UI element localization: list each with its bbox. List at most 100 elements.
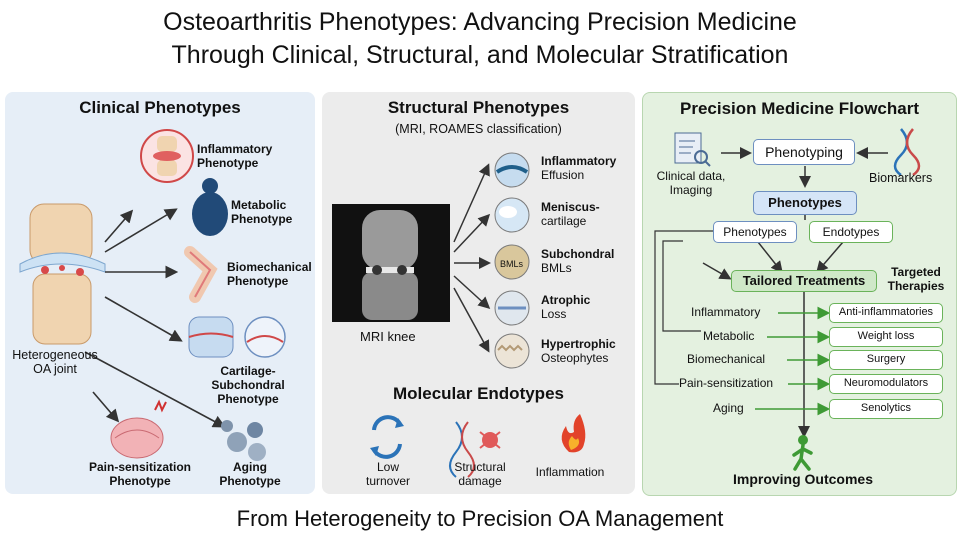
cartilage-subchondral-icon [188,316,286,358]
therapy-neuromodulators: Neuromodulators [829,374,943,394]
label-line1: Low [376,460,399,474]
structural-diagram [332,152,586,478]
row-left-inflammatory: Inflammatory [691,305,761,319]
structural-subtitle: (MRI, ROAMES classification) [395,122,562,136]
row-left-aging: Aging [713,401,744,415]
structural-phenotypes-title: Structural Phenotypes [387,98,570,117]
therapy-surgery: Surgery [829,350,943,370]
label-line2: Phenotype [227,274,289,288]
mri-knee-image [332,204,450,322]
pain-phenotype-label: Pain-sensitization Phenotype [87,460,193,488]
flowchart-diagram [654,128,921,471]
main-title: Osteoarthritis Phenotypes: Advancing Pre… [0,6,960,72]
tailored-treatments-box: Tailored Treatments [731,270,877,292]
label-line2: Imaging [669,183,713,197]
label-line1: Biomechanical [227,260,312,274]
label-line1: Structural [454,460,506,474]
label-line2: Phenotype [109,474,171,488]
therapy-senolytics: Senolytics [829,399,943,419]
targeted-therapies-label: Targeted Therapies [883,265,949,293]
footer-caption: From Heterogeneity to Precision OA Manag… [236,506,724,531]
label-line1: Inflammation [535,465,605,479]
therapy-weight-loss: Weight loss [829,327,943,347]
cartilage-phenotype-label: Cartilage-Subchondral Phenotype [185,364,311,406]
clinical-data-label: Clinical data, Imaging [649,169,733,197]
structural-phenotypes-panel: Structural Phenotypes (MRI, ROAMES class… [322,92,635,494]
main-title-line2: Through Clinical, Structural, and Molecu… [171,41,789,69]
aging-phenotype-label: Aging Phenotype [213,460,287,488]
therapy-anti-inflammatories: Anti-inflammatories [829,303,943,323]
knee-joint-icon [19,203,106,345]
label-line1: Pain-sensitization [88,460,192,474]
main-title-line1: Osteoarthritis Phenotypes: Advancing Pre… [163,8,797,36]
molecular-item-low-turnover: Low turnover [358,460,418,488]
inflammatory-phenotype-label: Inflammatory Phenotype [197,142,272,170]
dna-icon [893,128,921,177]
structural-item-meniscus: Meniscus- cartilage [541,200,600,228]
structural-item-atrophic: Atrophic Loss [541,293,590,321]
bml-icon [494,244,530,280]
metabolic-phenotype-label: Metabolic Phenotype [231,198,292,226]
walking-person-icon [792,435,813,471]
label-line2: Phenotype [217,392,279,406]
brain-icon [110,399,167,459]
clinical-diagram [19,129,286,461]
mri-knee-label: MRI knee [360,329,416,344]
label-line1: Clinical data, [656,169,726,183]
label-line2: Osteophytes [541,351,609,365]
row-left-metabolic: Metabolic [703,329,755,343]
label-line1: Cartilage-Subchondral [211,364,285,392]
clinical-phenotypes-title: Clinical Phenotypes [79,98,241,117]
label-line2: turnover [365,474,411,488]
label-line1: Atrophic [541,293,591,307]
label-line2: Effusion [541,168,585,182]
label-line1: Inflammatory [197,142,273,156]
center-label-line2: OA joint [33,362,77,376]
structural-item-hypertrophic: Hypertrophic Osteophytes [541,337,616,365]
phenotyping-box: Phenotyping [753,139,855,165]
label-line1: Targeted [891,265,941,279]
endotypes-box: Endotypes [809,221,893,243]
label-line1: Meniscus- [541,200,600,214]
biomechanical-phenotype-label: Biomechanical Phenotype [227,260,312,288]
label-line1: Subchondral [541,247,615,261]
metabolic-body-icon [192,178,228,236]
dna-damage-icon [449,421,501,478]
center-label-line1: Heterogeneous [12,348,98,362]
flame-icon [561,414,586,453]
bml-tag: BMLs [500,259,524,269]
structural-item-effusion: Inflammatory Effusion [541,154,616,182]
phenotypes-main-box: Phenotypes [753,191,857,215]
cycle-arrows-icon [370,415,404,459]
label-line2: Phenotype [197,156,259,170]
molecular-item-inflammation: Inflammation [528,465,612,479]
label-line2: Loss [541,307,567,321]
molecular-endotypes-title: Molecular Endotypes [393,384,564,403]
row-left-biomechanical: Biomechanical [687,352,766,366]
label-line2: cartilage [541,214,587,228]
label-line2: damage [458,474,502,488]
label-line1: Metabolic [231,198,287,212]
clinical-phenotypes-panel: Clinical Phenotypes [5,92,315,494]
phenotypes-sub-box: Phenotypes [713,221,797,243]
row-left-pain-sensitization: Pain-sensitization [679,376,774,390]
aging-cells-icon [221,420,266,461]
osteophyte-icon [494,333,530,369]
label-line1: Hypertrophic [541,337,616,351]
biomechanical-leg-icon [184,246,218,303]
label-line1: Inflammatory [541,154,617,168]
flowchart-title: Precision Medicine Flowchart [679,99,919,118]
label-line2: Phenotype [219,474,281,488]
label-line1: Aging [233,460,267,474]
structural-item-subchondral: Subchondral BMLs [541,247,614,275]
clinical-document-icon [674,132,711,167]
improving-outcomes-label: Improving Outcomes [732,471,874,487]
heterogeneous-joint-label: Heterogeneous OA joint [10,348,100,376]
label-line2: Phenotype [231,212,293,226]
biomarkers-label: Biomarkers [869,171,933,185]
inflammatory-knee-icon [140,129,194,183]
label-line2: BMLs [541,261,572,275]
label-line2: Therapies [887,279,945,293]
flowchart-panel: Precision Medicine Flowchart [642,92,957,496]
effusion-icon [494,152,530,188]
